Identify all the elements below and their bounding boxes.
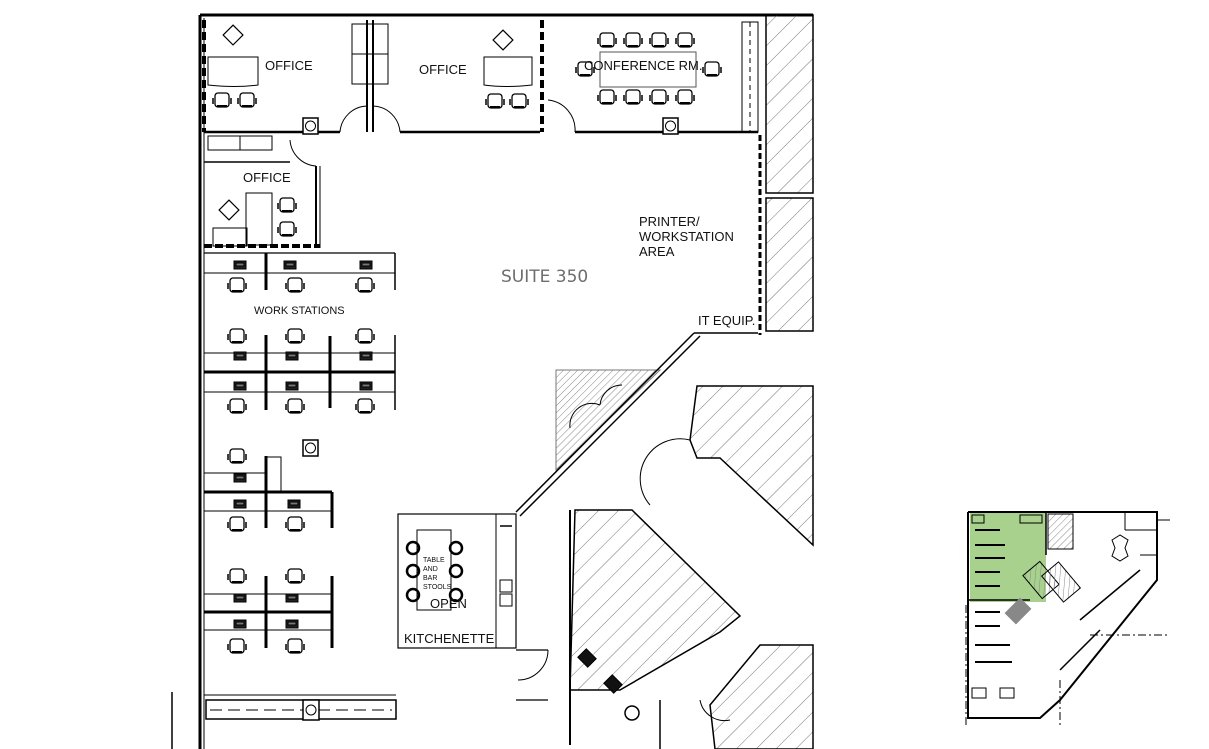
bottom-wall [204,694,397,721]
table-label-line4: STOOLS [423,584,452,591]
printer-area-label-line1: PRINTER/ [639,214,700,229]
it-equip-label: IT EQUIP. [698,313,756,328]
table-label-line3: BAR [423,575,438,582]
diagonal-corridor [515,332,814,749]
kitchenette [397,513,549,701]
building-core-hatched [758,14,814,335]
office-2-label: OFFICE [419,62,467,77]
printer-area-label-line3: AREA [639,244,675,259]
suite-label: SUITE 350 [501,267,589,287]
workstations-label: WORK STATIONS [254,305,345,317]
exterior-walls [171,13,813,749]
top-rooms [202,20,759,151]
office-3-label: OFFICE [243,170,291,185]
table-label-line2: AND [423,566,438,573]
printer-area-label-line2: WORKSTATION [639,229,734,244]
workstations [204,252,396,654]
key-plan [965,511,1170,728]
conference-room-label: CONFERENCE RM. [584,58,703,73]
open-label: OPEN [430,596,467,611]
office-3-walls [204,139,321,248]
table-label-line1: TABLE [423,557,445,564]
kitchenette-label: KITCHENETTE [404,631,495,646]
office-1-label: OFFICE [265,58,313,73]
